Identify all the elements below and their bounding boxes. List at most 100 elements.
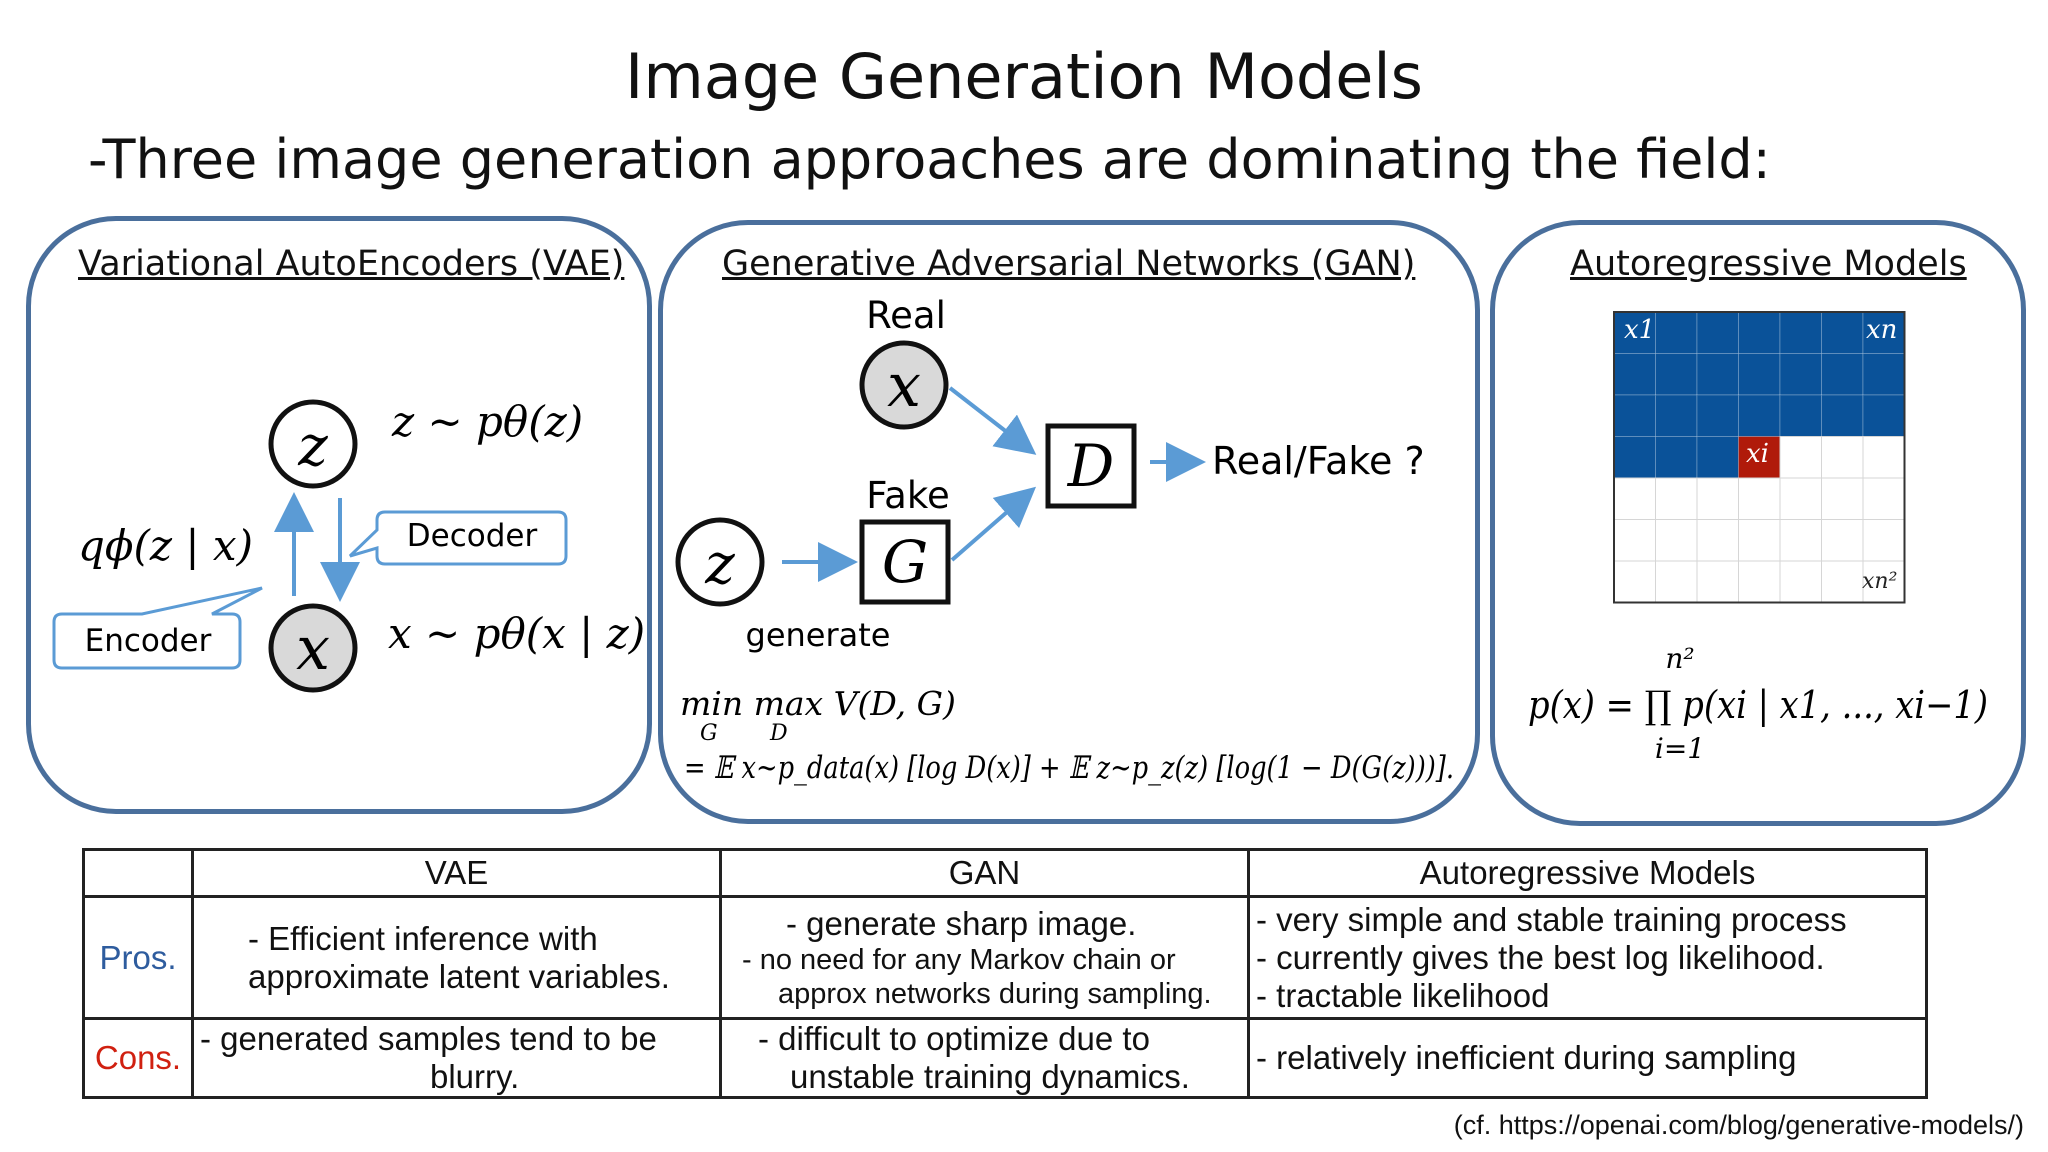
table-header-ar: Autoregressive Models (1247, 848, 1928, 898)
grid-cell (1779, 477, 1822, 520)
grid-cell (1779, 560, 1822, 603)
grid-cell (1738, 394, 1781, 437)
autoregressive-panel (1490, 220, 2026, 826)
cons-gan-line: - difficult to optimize due to (758, 1020, 1150, 1057)
gan-x-node (859, 340, 949, 430)
grid-cell (1696, 311, 1739, 354)
pros-gan-line: - generate sharp image. (786, 904, 1137, 942)
page-subtitle: -Three image generation approaches are d… (88, 128, 1771, 191)
table-row-cons: Cons. - generated samples tend to be blu… (82, 1017, 1928, 1099)
grid-cell (1696, 477, 1739, 520)
grid-cell (1821, 394, 1864, 437)
grid-cell (1738, 477, 1781, 520)
gan-real-label: Real (866, 294, 946, 337)
gan-x-to-d-arrow (948, 386, 1037, 455)
vae-panel (26, 216, 652, 814)
grid-cell (1779, 394, 1822, 437)
grid-cell (1862, 353, 1905, 396)
cons-vae-cell: - generated samples tend to be blurry. (191, 1017, 722, 1099)
gan-objective-sub-g: G (700, 721, 718, 746)
vae-title: Variational AutoEncoders (VAE) (78, 244, 625, 284)
cons-vae-line: blurry. (430, 1058, 520, 1095)
grid-cell (1613, 394, 1656, 437)
grid-cell (1738, 353, 1781, 396)
pros-label: Pros. (82, 895, 194, 1020)
cons-gan-cell: - difficult to optimize due to unstable … (719, 1017, 1250, 1099)
table-header-vae: VAE (191, 848, 722, 898)
pros-vae-line: - Efficient inference with (248, 919, 598, 957)
vae-posterior-formula: qϕ(z | x) (78, 521, 253, 570)
gan-z-node (675, 517, 765, 607)
grid-cell (1613, 560, 1656, 603)
grid-label-xn2: xn² (1862, 569, 1897, 594)
grid-cell (1738, 311, 1781, 354)
grid-cell (1821, 353, 1864, 396)
ar-product-upper: n² (1665, 642, 1694, 675)
grid-cell (1862, 394, 1905, 437)
gan-generate-label: generate (746, 616, 891, 654)
grid-cell (1862, 477, 1905, 520)
grid-cell (1821, 519, 1864, 562)
pros-vae-cell: - Efficient inference with approximate l… (191, 895, 722, 1020)
grid-cell (1821, 436, 1864, 479)
pros-gan-line: - no need for any Markov chain or (742, 943, 1176, 976)
table-header-gan: GAN (719, 848, 1250, 898)
pros-gan-line: approx networks during sampling. (778, 977, 1212, 1010)
grid-cell (1655, 560, 1698, 603)
vae-likelihood-formula: x ~ pθ(x | z) (388, 609, 645, 658)
gan-title: Generative Adversarial Networks (GAN) (722, 244, 1416, 284)
autoregressive-title: Autoregressive Models (1570, 244, 1967, 284)
gan-objective-sub-d: D (769, 721, 788, 746)
vae-z-node (268, 399, 358, 489)
grid-cell (1655, 477, 1698, 520)
gan-g-node (859, 519, 951, 605)
gan-x-label: x (887, 351, 921, 421)
grid-cell (1613, 353, 1656, 396)
grid-label-xn: xn (1866, 315, 1897, 345)
autoregressive-grid (1613, 311, 1906, 604)
gan-d-label: D (1067, 432, 1115, 500)
grid-cell (1696, 436, 1739, 479)
pros-ar-cell: - very simple and stable training proces… (1247, 895, 1928, 1020)
grid-cell (1862, 519, 1905, 562)
gan-g-label: G (882, 528, 928, 596)
grid-cell (1821, 311, 1864, 354)
grid-cell (1862, 560, 1905, 603)
grid-border (1613, 311, 1906, 604)
vae-x-node (268, 603, 358, 693)
grid-label-x1: x1 (1624, 315, 1655, 345)
vae-prior-formula: z ~ pθ(z) (391, 397, 583, 446)
cons-ar-cell: - relatively inefficient during sampling (1247, 1017, 1928, 1099)
decoder-callout (348, 510, 568, 566)
ar-product-lower: i=1 (1655, 732, 1705, 765)
grid-cell (1655, 353, 1698, 396)
cons-ar-line: - relatively inefficient during sampling (1256, 1039, 1797, 1076)
pros-ar-line: - currently gives the best log likelihoo… (1256, 938, 1825, 976)
grid-cell (1779, 519, 1822, 562)
gan-objective-line2: = 𝔼 x~p_data(x) [log D(x)] + 𝔼 z~p_z(z) … (684, 750, 1454, 786)
encoder-label: Encoder (85, 623, 212, 659)
vae-z-label: z (297, 414, 328, 479)
grid-cell (1779, 353, 1822, 396)
citation: (cf. https://openai.com/blog/generative-… (1453, 1110, 2024, 1140)
table-row-pros: Pros. - Efficient inference with approxi… (82, 895, 1928, 1020)
grid-cell (1696, 394, 1739, 437)
grid-cell (1613, 477, 1656, 520)
table-header-empty (82, 848, 194, 898)
grid-cell (1821, 560, 1864, 603)
cons-label: Cons. (82, 1017, 194, 1099)
grid-cell (1779, 311, 1822, 354)
grid-cell (1655, 394, 1698, 437)
gan-objective-line1: min max V(D, G) (680, 684, 956, 723)
grid-cell (1655, 311, 1698, 354)
gan-z-label: z (704, 532, 735, 597)
ar-formula: p(x) = ∏ p(xi | x1, ..., xi−1) (1528, 683, 1988, 727)
grid-cell (1613, 519, 1656, 562)
decoder-label: Decoder (407, 518, 538, 554)
grid-cell (1821, 477, 1864, 520)
pros-gan-cell: - generate sharp image. - no need for an… (719, 895, 1250, 1020)
table-header-row: VAE GAN Autoregressive Models (82, 848, 1928, 898)
grid-cell (1862, 436, 1905, 479)
gan-g-to-d-arrow (950, 486, 1037, 562)
